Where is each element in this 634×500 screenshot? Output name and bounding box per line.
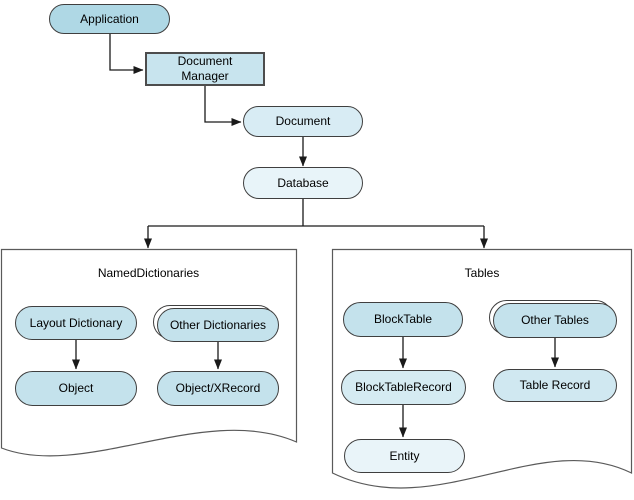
node-document: Document: [243, 106, 363, 137]
tables-title: Tables: [464, 266, 500, 280]
named-dictionaries-container: [0, 248, 298, 457]
node-application: Application: [49, 4, 170, 34]
edge-documentmanager-document: [204, 86, 242, 126]
node-database: Database: [243, 167, 363, 199]
node-layout-dictionary: Layout Dictionary: [15, 306, 137, 340]
node-document-manager: Document Manager: [145, 52, 265, 86]
node-table-record: Table Record: [493, 369, 617, 402]
node-other-tables-stack: Other Tables: [489, 300, 617, 338]
edge-application-documentmanager: [109, 33, 144, 74]
node-other-tables: Other Tables: [493, 303, 617, 338]
node-blocktable-record: BlockTableRecord: [341, 370, 466, 405]
node-other-dictionaries-stack: Other Dictionaries: [153, 305, 279, 342]
node-blocktable: BlockTable: [343, 302, 463, 337]
node-object: Object: [15, 371, 137, 406]
node-object-xrecord: Object/XRecord: [157, 371, 279, 406]
named-dictionaries-title: NamedDictionaries: [97, 266, 200, 280]
node-other-dictionaries: Other Dictionaries: [157, 308, 279, 342]
node-entity: Entity: [344, 439, 465, 473]
